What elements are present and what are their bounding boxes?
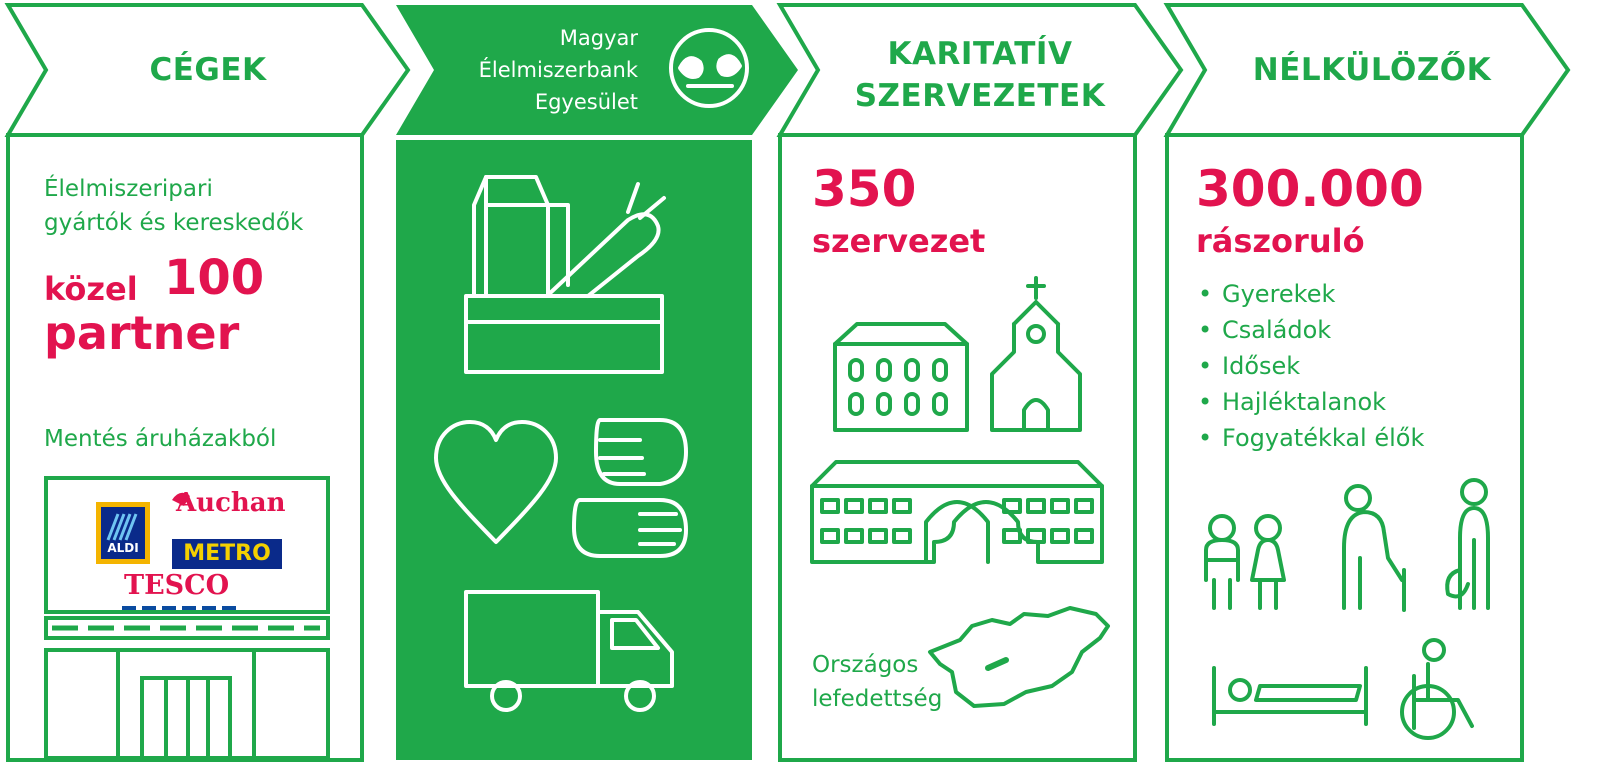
col4-group-list: Gyerekek Családok Idősek Hajléktalanok F… — [1196, 276, 1424, 456]
col1-intro-line1: Élelmiszeripari — [44, 176, 213, 202]
col3-header-line2: SZERVEZETEK — [854, 78, 1106, 114]
group-item-families: Családok — [1196, 312, 1424, 348]
col4-count-label: rászoruló — [1196, 222, 1365, 260]
supermarket-icon — [44, 476, 330, 760]
heart-icon — [434, 420, 558, 544]
col3-header-line1: KARITATÍV — [887, 36, 1073, 72]
col1-count-number: 100 — [164, 250, 265, 306]
metro-logo-text: METRO — [183, 541, 271, 566]
col4-panel — [1165, 133, 1524, 762]
col2-panel — [396, 140, 752, 760]
group-item-children: Gyerekek — [1196, 276, 1424, 312]
col3-panel — [778, 133, 1137, 762]
delivery-truck-icon — [464, 590, 674, 712]
col1-count-prefix: közel — [44, 270, 138, 308]
col3-count-label: szervezet — [812, 222, 986, 260]
col4-count-number: 300.000 — [1196, 160, 1424, 218]
hungary-map-icon — [928, 606, 1110, 708]
col3-coverage-line1: Országos — [812, 652, 919, 678]
metro-logo — [172, 539, 282, 569]
auchan-logo-text: Auchan — [176, 488, 286, 518]
auchan-bird-icon — [172, 492, 190, 506]
tesco-logo-text: TESCO — [124, 570, 230, 601]
lying-person-icon — [1212, 666, 1368, 726]
church-icon — [990, 276, 1082, 432]
col1-count-suffix: partner — [44, 306, 240, 360]
aldi-logo-text: ALDI — [107, 541, 139, 555]
school-icon — [810, 460, 1104, 564]
col4-header: NÉLKÜLÖZŐK — [1252, 52, 1492, 88]
col1-intro-line2: gyártók és kereskedők — [44, 210, 304, 236]
elderly-icon — [1342, 478, 1490, 612]
col1-header: CÉGEK — [149, 52, 267, 88]
building-icon — [833, 322, 969, 432]
group-item-homeless: Hajléktalanok — [1196, 384, 1424, 420]
children-icon — [1204, 514, 1286, 610]
col1-rescue-label: Mentés áruházakból — [44, 426, 277, 452]
col3-count-number: 350 — [812, 160, 917, 218]
birds-logo-icon — [669, 28, 749, 108]
col3-coverage-line2: lefedettség — [812, 686, 943, 712]
org-name-line1: Magyar — [559, 26, 638, 50]
helping-hands-icon — [572, 418, 688, 558]
org-name-line2: Élelmiszerbank — [478, 58, 638, 82]
org-name-line3: Egyesület — [534, 90, 638, 114]
group-item-disabled: Fogyatékkal élők — [1196, 420, 1424, 456]
group-item-elderly: Idősek — [1196, 348, 1424, 384]
food-box-icon — [464, 175, 666, 374]
wheelchair-icon — [1400, 638, 1474, 740]
aldi-logo — [96, 502, 150, 564]
